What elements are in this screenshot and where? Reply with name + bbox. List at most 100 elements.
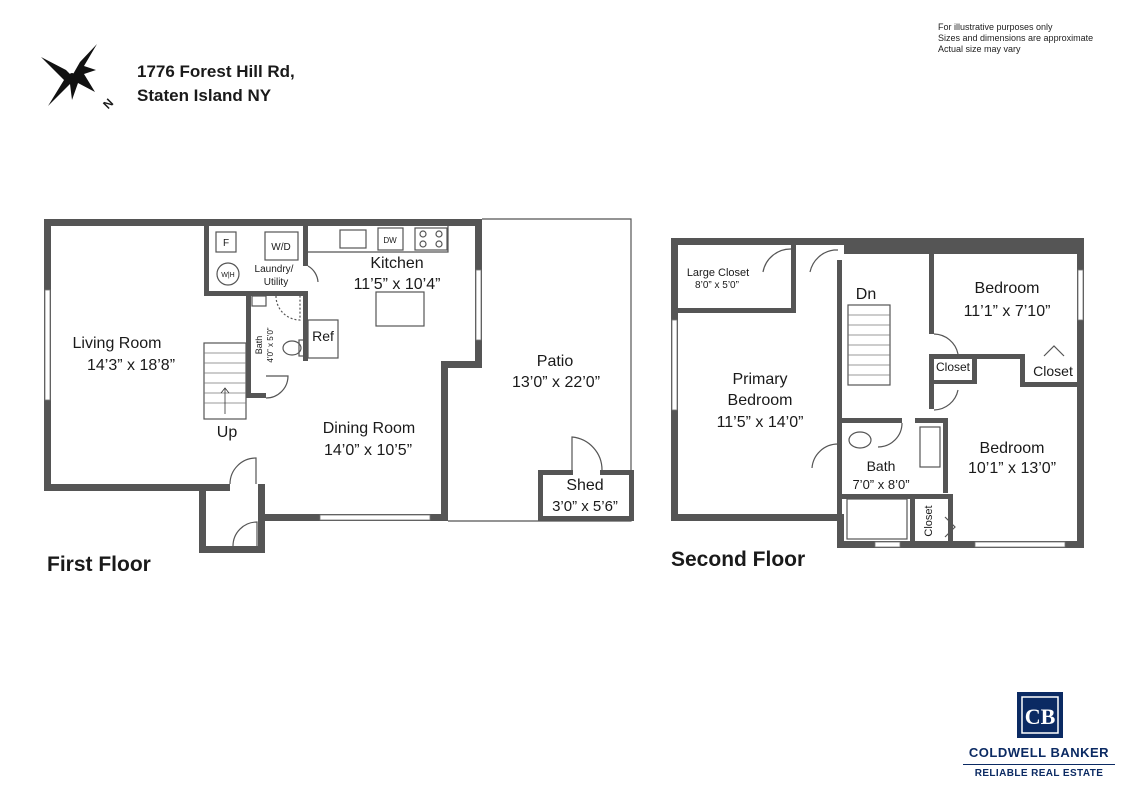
wall	[600, 470, 634, 475]
stairs-icon	[203, 342, 247, 420]
sink-icon	[251, 295, 267, 307]
bedroom-1-name: Bedroom	[975, 280, 1040, 297]
living-room-name: Living Room	[73, 335, 162, 352]
wall	[1020, 382, 1077, 387]
closet-c-label: Closet	[923, 505, 935, 536]
closet-b-label: Closet	[1033, 363, 1073, 379]
window	[1077, 269, 1084, 321]
wall	[44, 484, 230, 491]
wall	[837, 541, 1084, 548]
sink-icon	[339, 229, 367, 249]
closet-door-icon	[1043, 345, 1065, 357]
dishwasher-label: DW	[383, 236, 397, 245]
laundry-label-line2: Utility	[264, 277, 288, 288]
water-heater-label: W|H	[221, 272, 234, 279]
door-swing	[811, 443, 839, 469]
wall	[837, 260, 842, 514]
window	[671, 319, 678, 411]
burner-icon	[419, 240, 427, 248]
wall	[258, 484, 265, 553]
property-address: 1776 Forest Hill Rd, Staten Island NY	[137, 60, 295, 108]
wall	[441, 361, 482, 368]
wall	[837, 514, 844, 548]
brand-tagline: RELIABLE REAL ESTATE	[963, 764, 1115, 779]
primary-bedroom-dim: 11’5” x 14’0”	[717, 414, 804, 431]
window	[44, 289, 51, 401]
patio-dim: 13’0” x 22’0”	[512, 374, 600, 391]
wall	[1077, 238, 1084, 548]
shed-dim: 3’0” x 5’6”	[552, 498, 618, 515]
wall	[929, 354, 1025, 359]
bedroom-1-dim: 11’1” x 7’10”	[964, 303, 1051, 320]
logo-mark: CB	[1025, 704, 1056, 729]
window	[974, 541, 1066, 548]
furnace-label: F	[223, 238, 229, 249]
wall	[842, 494, 948, 499]
kitchen-name: Kitchen	[370, 255, 423, 272]
address-line-1: 1776 Forest Hill Rd,	[137, 62, 295, 81]
first-floor-plan: F W/D W|H Laundry/ Utility DW	[44, 218, 634, 553]
kitchen-dim: 11’5” x 10’4”	[354, 276, 441, 293]
patio-name: Patio	[537, 353, 574, 370]
washer-dryer-box	[264, 231, 299, 261]
wall	[842, 418, 902, 423]
furnace-box	[215, 231, 237, 253]
closet-a-label: Closet	[936, 360, 971, 374]
living-room-dim: 14’3” x 18’8”	[87, 357, 175, 374]
door-swing	[809, 249, 838, 273]
door-swing	[265, 375, 289, 399]
disclaimer-line: Sizes and dimensions are approximate	[938, 33, 1094, 43]
wall	[678, 308, 794, 313]
wall	[538, 470, 573, 475]
wall	[538, 470, 543, 521]
toilet-tank	[298, 339, 305, 357]
wall	[204, 291, 308, 296]
primary-bedroom-line1: Primary	[732, 371, 787, 388]
tub-icon	[846, 498, 908, 540]
kitchen-island	[375, 291, 425, 327]
stairs-up-label: Up	[217, 424, 238, 441]
door-swing	[571, 436, 603, 471]
door-swing	[762, 248, 792, 273]
stairs-down-label: Dn	[856, 286, 876, 303]
bath-dim: 7’0” x 8’0”	[852, 477, 909, 492]
primary-bedroom-line2: Bedroom	[728, 392, 793, 409]
stove-icon	[414, 227, 448, 251]
brand-block: COLDWELL BANKER RELIABLE REAL ESTATE	[963, 745, 1115, 779]
dining-room-name: Dining Room	[323, 420, 415, 437]
shed-name: Shed	[566, 477, 603, 494]
washer-dryer-label: W/D	[271, 242, 290, 253]
wall	[441, 361, 448, 521]
large-closet-dim: 8’0” x 5’0”	[695, 280, 739, 291]
wall	[303, 291, 308, 361]
wall	[844, 238, 1084, 254]
window	[874, 541, 901, 548]
compass-star-icon: N	[41, 44, 116, 112]
kitchen-counter	[308, 226, 449, 253]
wall	[929, 254, 934, 334]
burner-icon	[419, 230, 427, 238]
door-swing	[933, 333, 959, 355]
wall	[671, 238, 844, 245]
first-floor-title: First Floor	[47, 553, 151, 576]
wall	[204, 226, 209, 296]
water-heater-icon	[216, 262, 240, 286]
door-swing	[275, 295, 301, 321]
wall	[199, 484, 206, 553]
wall	[943, 418, 948, 493]
toilet-icon	[282, 340, 302, 356]
bedroom-2-name: Bedroom	[980, 440, 1045, 457]
laundry-label-line1: Laundry/	[255, 264, 294, 275]
north-label: N	[100, 96, 116, 112]
door-swing	[232, 521, 258, 547]
second-floor-plan: Large Closet 8’0” x 5’0” Primary Bedroom…	[671, 238, 1084, 548]
wall	[972, 359, 977, 384]
fridge-label: Ref	[312, 328, 334, 344]
closet-door-icon	[944, 516, 956, 538]
wall	[915, 418, 948, 423]
door-swing	[307, 265, 319, 283]
door-swing	[229, 457, 257, 485]
wall	[199, 546, 265, 553]
burner-icon	[435, 230, 443, 238]
